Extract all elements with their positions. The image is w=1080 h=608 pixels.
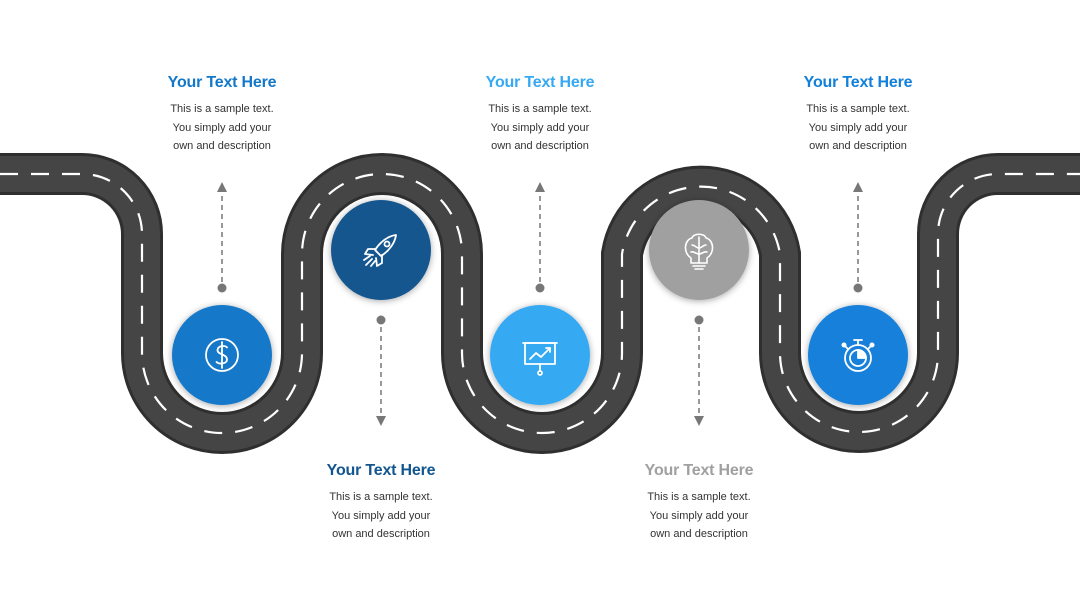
milestones xyxy=(172,200,908,405)
step-4-desc-line-1: This is a sample text. xyxy=(647,491,751,503)
milestone-1 xyxy=(172,305,272,405)
step-4-text: Your Text Here This is a sample text. Yo… xyxy=(609,462,789,544)
step-5-text: Your Text Here This is a sample text. Yo… xyxy=(768,74,948,156)
connector-2 xyxy=(376,315,386,426)
step-2-desc-line-2: You simply add your xyxy=(331,509,431,522)
step-5-description: This is a sample text. You simply add yo… xyxy=(768,100,948,156)
step-2-description: This is a sample text. You simply add yo… xyxy=(291,488,471,544)
step-5-desc-line-2: You simply add your xyxy=(808,121,908,134)
presentation-board-icon xyxy=(522,342,558,376)
step-3-desc-line-1: This is a sample text. xyxy=(488,103,592,115)
step-5-desc-line-3: own and description xyxy=(809,140,907,152)
step-3-title: Your Text Here xyxy=(485,74,595,91)
step-1-desc-line-1: This is a sample text. xyxy=(170,103,274,115)
road xyxy=(0,153,1080,454)
dollar-icon xyxy=(205,338,239,372)
connectors xyxy=(217,182,863,426)
stopwatch-icon xyxy=(841,339,875,372)
connector-3 xyxy=(535,182,545,293)
step-1-title: Your Text Here xyxy=(167,74,277,91)
milestone-2 xyxy=(331,200,431,300)
step-3-desc-line-3: own and description xyxy=(491,140,589,152)
step-3-desc-line-2: You simply add your xyxy=(490,121,590,134)
brain-bulb-icon xyxy=(684,233,714,270)
step-2-desc-line-3: own and description xyxy=(332,528,430,540)
milestone-2-circle xyxy=(331,200,431,300)
step-5-title: Your Text Here xyxy=(803,74,913,91)
milestone-5 xyxy=(808,305,908,405)
road-lane-markings xyxy=(0,172,1080,435)
milestone-3 xyxy=(490,305,590,405)
connector-5 xyxy=(853,182,863,293)
step-1-text: Your Text Here This is a sample text. Yo… xyxy=(132,74,312,156)
step-1-desc-line-2: You simply add your xyxy=(172,121,272,134)
step-1-desc-line-3: own and description xyxy=(173,140,271,152)
step-3-text: Your Text Here This is a sample text. Yo… xyxy=(450,74,630,156)
step-4-description: This is a sample text. You simply add yo… xyxy=(609,488,789,544)
step-2-text: Your Text Here This is a sample text. Yo… xyxy=(291,462,471,544)
step-5-desc-line-1: This is a sample text. xyxy=(806,103,910,115)
step-2-desc-line-1: This is a sample text. xyxy=(329,491,433,503)
step-2-title: Your Text Here xyxy=(326,462,436,479)
milestone-3-circle xyxy=(490,305,590,405)
step-4-desc-line-2: You simply add your xyxy=(649,509,749,522)
step-3-description: This is a sample text. You simply add yo… xyxy=(450,100,630,156)
milestone-4 xyxy=(649,200,749,300)
step-4-title: Your Text Here xyxy=(644,462,754,479)
connector-1 xyxy=(217,182,227,293)
step-4-desc-line-3: own and description xyxy=(650,528,748,540)
rocket-icon xyxy=(363,234,397,267)
step-1-description: This is a sample text. You simply add yo… xyxy=(132,100,312,156)
connector-4 xyxy=(694,315,704,426)
